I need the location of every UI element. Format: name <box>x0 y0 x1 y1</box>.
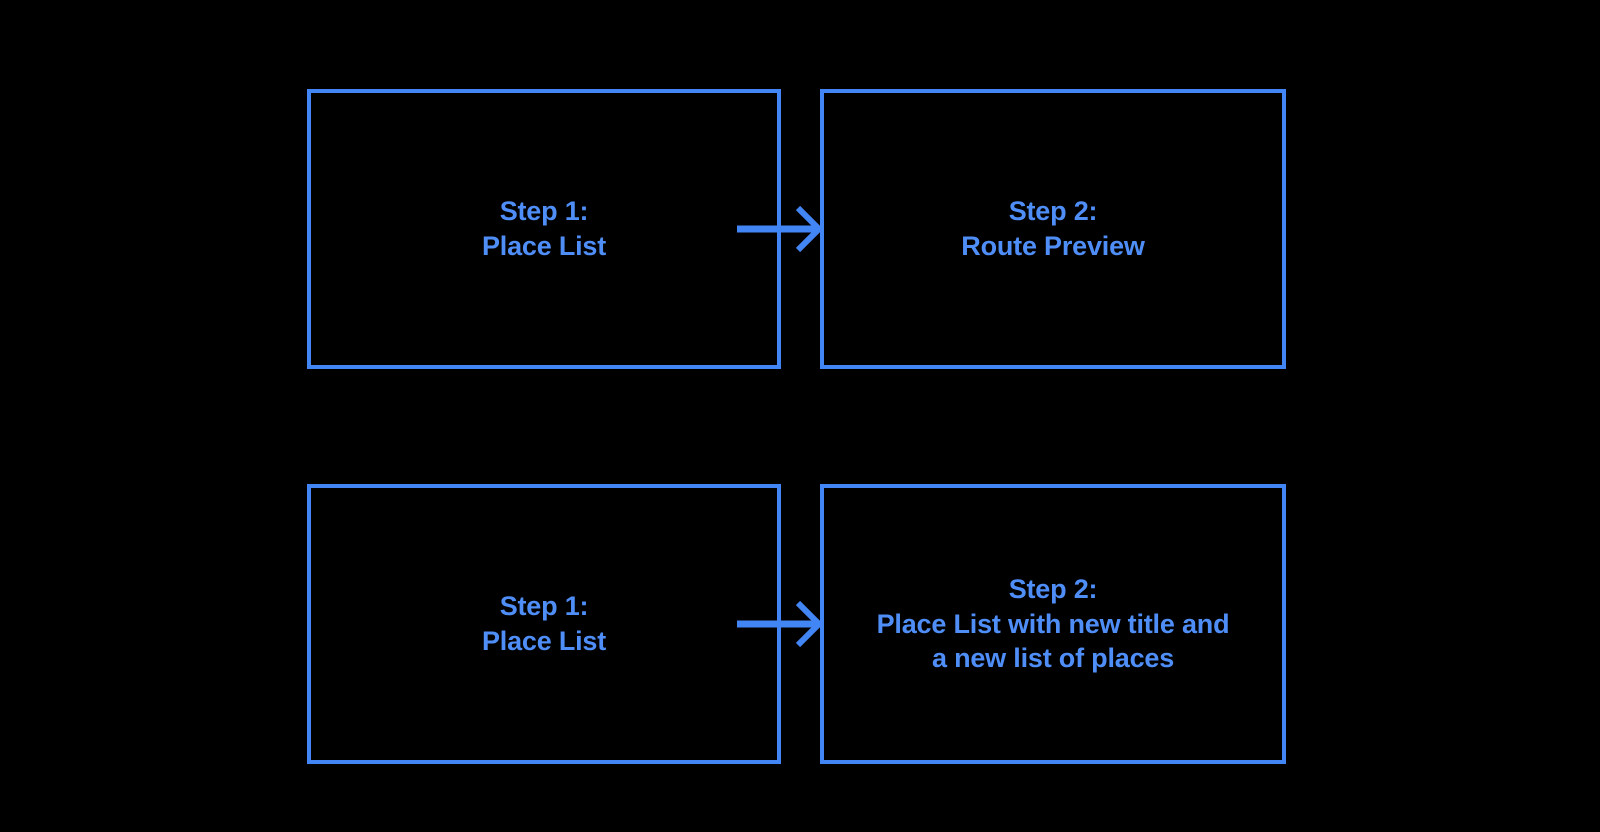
flow-row-1: Step 1: Place List Step 2: Route Preview <box>0 89 1600 379</box>
step-1-label-row-1: Step 1: Place List <box>481 196 607 261</box>
step-2-label-row-2: Step 2: Place List with new title and a … <box>876 574 1230 674</box>
step-2-box-row-1[interactable]: Step 2: Route Preview <box>820 89 1286 369</box>
step-2-box-row-2[interactable]: Step 2: Place List with new title and a … <box>820 484 1286 764</box>
step-1-box-row-2[interactable]: Step 1: Place List <box>307 484 781 764</box>
step-1-box-row-1[interactable]: Step 1: Place List <box>307 89 781 369</box>
step-2-label-row-1: Step 2: Route Preview <box>961 196 1145 261</box>
step-1-label-row-2: Step 1: Place List <box>481 591 607 656</box>
flow-row-2: Step 1: Place List Step 2: Place List wi… <box>0 484 1600 774</box>
